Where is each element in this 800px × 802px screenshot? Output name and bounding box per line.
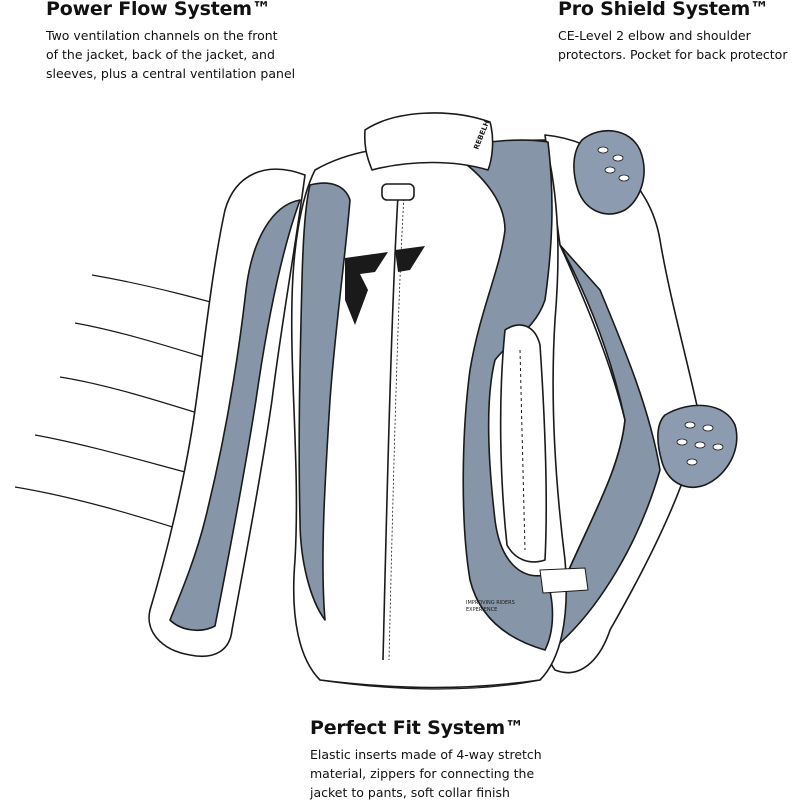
perfect-fit-callout: Perfect Fit System™ Elastic inserts made… bbox=[310, 717, 610, 802]
pro-shield-callout: Pro Shield System™ CE-Level 2 elbow and … bbox=[558, 0, 798, 64]
power-flow-description: Two ventilation channels on the front of… bbox=[46, 28, 296, 81]
pro-shield-title: Pro Shield System™ bbox=[558, 0, 769, 20]
left-sleeve-gray-panel bbox=[169, 199, 301, 632]
power-flow-title: Power Flow System™ bbox=[46, 0, 271, 20]
elbow-protector-vents bbox=[676, 421, 724, 466]
airflow-arrow bbox=[14, 486, 184, 533]
zipper-pull bbox=[381, 183, 415, 201]
center-zipper bbox=[382, 194, 399, 661]
power-flow-callout: Power Flow System™ Two ventilation chann… bbox=[46, 0, 336, 83]
brand-logo bbox=[345, 246, 425, 325]
jacket-collar bbox=[363, 112, 494, 171]
back-protector-pocket bbox=[539, 567, 589, 594]
left-side-gray-panel bbox=[298, 182, 351, 621]
jacket-hem bbox=[319, 679, 541, 690]
hem-tagline-line1: IMPROVING RIDERS bbox=[466, 600, 515, 606]
perfect-fit-title: Perfect Fit System™ bbox=[310, 717, 524, 739]
perfect-fit-description: Elastic inserts made of 4-way stretch ma… bbox=[310, 747, 542, 800]
front-ventilation-channel bbox=[499, 324, 547, 563]
hem-tagline-line2: EXPERIENCE bbox=[466, 607, 497, 613]
pro-shield-description: CE-Level 2 elbow and shoulder protectors… bbox=[558, 28, 788, 62]
airflow-arrow bbox=[34, 434, 202, 479]
shoulder-protector-vents bbox=[597, 146, 630, 182]
